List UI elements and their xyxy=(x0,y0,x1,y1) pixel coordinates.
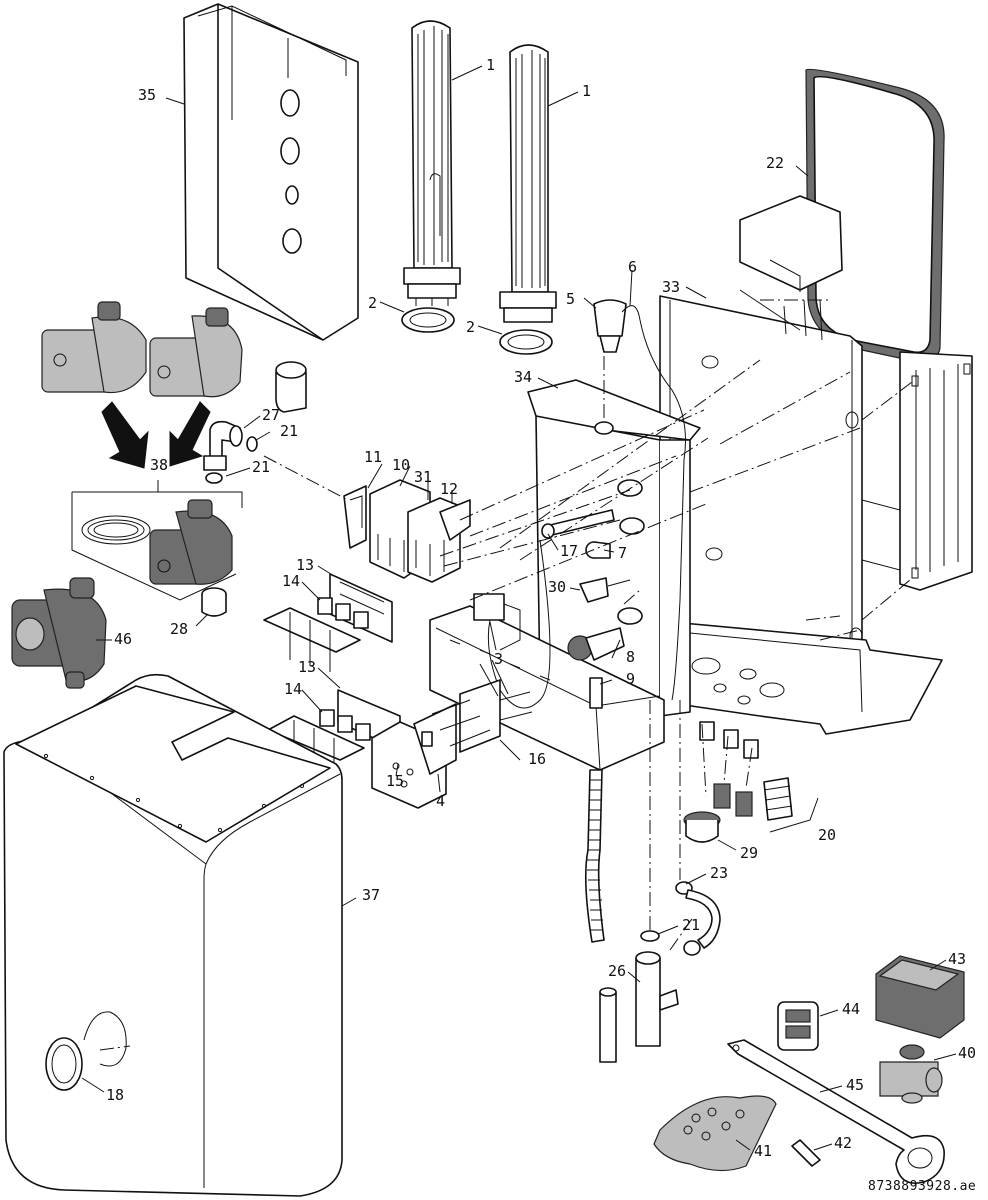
label-31: 31 xyxy=(414,468,432,486)
part-1-heating-element-b xyxy=(499,44,557,323)
drawing-reference: 8738893928.ae xyxy=(868,1179,976,1194)
label-30: 30 xyxy=(548,578,566,596)
part-1-heating-element-a xyxy=(403,20,461,306)
label-13b: 13 xyxy=(298,658,316,676)
part-2-gasket-b xyxy=(499,329,553,355)
label-40: 40 xyxy=(958,1044,976,1062)
part-38-pump-kit xyxy=(71,480,243,601)
part-27-elbow xyxy=(203,420,243,471)
label-1a: 1 xyxy=(486,56,495,74)
label-21c: 21 xyxy=(682,916,700,934)
part-23-flexible-hose xyxy=(675,881,721,956)
label-34: 34 xyxy=(514,368,532,386)
label-10: 10 xyxy=(392,456,410,474)
part-17-sensor xyxy=(541,509,615,539)
label-26: 26 xyxy=(608,962,626,980)
part-21-washer-lower xyxy=(640,930,660,942)
label-44: 44 xyxy=(842,1000,860,1018)
part-44-switch xyxy=(777,1001,819,1051)
leader-lines xyxy=(81,65,957,1151)
label-42: 42 xyxy=(834,1134,852,1152)
label-2a: 2 xyxy=(368,294,377,312)
part-20-cable-glands xyxy=(699,721,793,821)
label-5: 5 xyxy=(566,290,575,308)
label-21a: 21 xyxy=(280,422,298,440)
part-4-circuit-board xyxy=(413,703,457,775)
assembly-lines xyxy=(99,299,913,1051)
label-45: 45 xyxy=(846,1076,864,1094)
arrow-right xyxy=(169,401,211,467)
label-22: 22 xyxy=(766,154,784,172)
label-35: 35 xyxy=(138,86,156,104)
arrow-left xyxy=(101,401,149,469)
part-34-heating-vessel xyxy=(527,379,701,717)
pump-photo-b xyxy=(149,307,243,398)
part-41-fixings-bag xyxy=(653,1095,777,1172)
part-14-terminal-block-upper xyxy=(263,597,369,672)
part-29-blanking-cap xyxy=(683,811,721,843)
label-3: 3 xyxy=(494,650,503,668)
label-15: 15 xyxy=(386,772,404,790)
label-4: 4 xyxy=(436,792,445,810)
part-6-hose xyxy=(621,305,686,701)
part-21-washer-a xyxy=(246,436,258,452)
part-42-fuse xyxy=(791,1139,821,1167)
label-37: 37 xyxy=(362,886,380,904)
part-11-contactor xyxy=(343,485,367,549)
label-29: 29 xyxy=(740,844,758,862)
part-16-pcb xyxy=(431,659,533,753)
elbow-fitting-top xyxy=(275,361,307,413)
part-45-spanner xyxy=(727,1039,945,1184)
label-11: 11 xyxy=(364,448,382,466)
part-8-pressure-sensor xyxy=(567,627,625,661)
label-20: 20 xyxy=(818,826,836,844)
label-17: 17 xyxy=(560,542,578,560)
drain-hose xyxy=(584,769,605,943)
label-16: 16 xyxy=(528,750,546,768)
label-12: 12 xyxy=(440,480,458,498)
label-28: 28 xyxy=(170,620,188,638)
label-27: 27 xyxy=(262,406,280,424)
label-6: 6 xyxy=(628,258,637,276)
label-7: 7 xyxy=(618,544,627,562)
label-21b: 21 xyxy=(252,458,270,476)
base-tray xyxy=(649,619,943,735)
part-30-valve xyxy=(579,577,631,603)
label-8: 8 xyxy=(626,648,635,666)
part-28-fitting xyxy=(201,587,227,617)
label-1b: 1 xyxy=(582,82,591,100)
part-3-thermostat xyxy=(473,539,551,709)
part-26-tee-pipe xyxy=(599,951,679,1063)
label-41: 41 xyxy=(754,1142,772,1160)
part-35-casing-panel xyxy=(183,3,359,341)
pump-photo-a xyxy=(41,301,147,394)
label-43: 43 xyxy=(948,950,966,968)
part-37-front-casing xyxy=(3,673,343,1197)
label-46: 46 xyxy=(114,630,132,648)
right-mounting-bracket xyxy=(861,351,973,591)
label-14a: 14 xyxy=(282,572,300,590)
label-38: 38 xyxy=(150,456,168,474)
part-5-air-vent xyxy=(593,299,627,353)
part-2-gasket-a xyxy=(401,307,455,333)
part-46-circulation-pump xyxy=(11,577,107,689)
part-labels: 35 1 1 2 2 22 6 5 33 34 27 21 21 38 11 1… xyxy=(106,56,976,1194)
part-40-three-way-valve xyxy=(879,1044,943,1104)
part-9-fitting xyxy=(589,677,603,709)
label-18: 18 xyxy=(106,1086,124,1104)
label-2b: 2 xyxy=(466,318,475,336)
label-9: 9 xyxy=(626,670,635,688)
label-14b: 14 xyxy=(284,680,302,698)
label-23: 23 xyxy=(710,864,728,882)
part-43-valve-actuator xyxy=(875,955,965,1039)
part-21-washer-b xyxy=(205,472,223,484)
part-12-din-rail xyxy=(439,499,471,541)
label-33: 33 xyxy=(662,278,680,296)
part-7-nut xyxy=(585,541,611,559)
label-13a: 13 xyxy=(296,556,314,574)
